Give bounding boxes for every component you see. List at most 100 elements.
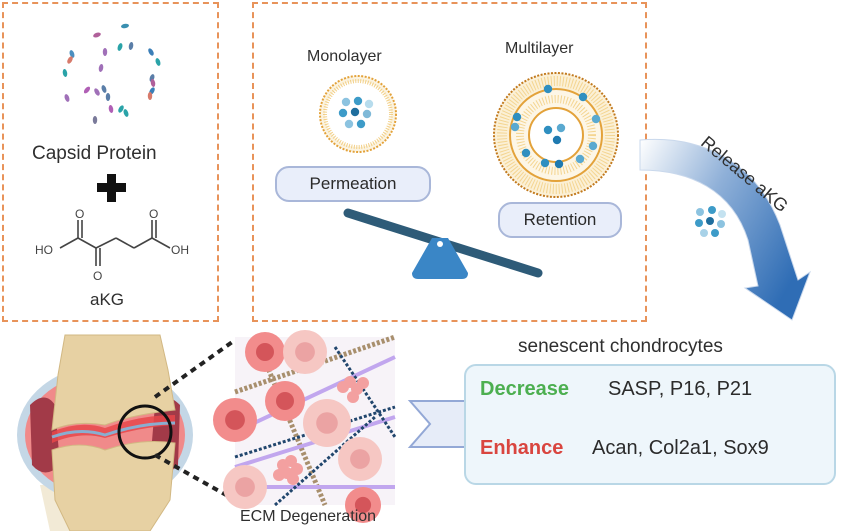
molecule-dot xyxy=(552,135,562,145)
decrease-label: Decrease xyxy=(480,378,569,400)
enhance-label: Enhance xyxy=(480,437,564,459)
fulcrum-icon xyxy=(412,238,468,279)
molecule-dot xyxy=(700,229,708,237)
cell-nucleus xyxy=(316,412,338,434)
akg-oh: OH xyxy=(171,243,189,257)
permeation-pill: Permeation xyxy=(275,166,431,202)
capsid-subunit xyxy=(148,48,154,56)
proteoglycan-chain xyxy=(234,405,396,459)
result-box xyxy=(464,364,836,485)
senescent-chondrocytes-title: senescent chondrocytes xyxy=(518,336,723,357)
akg-ho: HO xyxy=(35,243,53,257)
molecule-dot xyxy=(364,99,374,109)
capsid-subunit xyxy=(92,116,98,124)
molecule-dot xyxy=(344,119,354,129)
monolayer-label: Monolayer xyxy=(307,48,382,65)
molecule-dot xyxy=(588,141,598,151)
molecule-dot xyxy=(510,122,520,132)
zoom-circle xyxy=(117,404,173,460)
molecule-dot xyxy=(556,123,566,133)
capsid-subunit xyxy=(123,109,129,117)
capsid-subunit xyxy=(108,105,114,113)
collagen-fiber xyxy=(234,334,396,395)
molecule-dot xyxy=(695,219,703,227)
cell-nucleus xyxy=(295,342,315,362)
molecule-dot xyxy=(706,217,714,225)
plus-icon xyxy=(97,174,126,202)
molecule-dot xyxy=(578,92,588,102)
ecm-degeneration-image xyxy=(213,330,397,523)
molecule-dot xyxy=(543,125,553,135)
molecule-dot xyxy=(512,112,522,122)
molecule-dot xyxy=(575,154,585,164)
cell-nucleus xyxy=(350,449,370,469)
capsid-subunit xyxy=(94,88,100,96)
seesaw-icon xyxy=(343,208,543,279)
akg-label: aKG xyxy=(90,290,125,309)
molecule-dot xyxy=(591,114,601,124)
molecule-dot xyxy=(356,119,366,129)
monolayer-vesicle-icon xyxy=(319,75,397,153)
capsid-subunit xyxy=(83,86,91,94)
capsid-subunit xyxy=(64,94,70,102)
akg-molecules-icon xyxy=(695,206,726,237)
cell-nucleus xyxy=(276,392,294,410)
molecule-dot xyxy=(350,107,360,117)
capsid-subunit xyxy=(150,79,156,87)
molecule-dot xyxy=(362,109,372,119)
capsid-subunit xyxy=(155,58,161,66)
enhance-targets: Acan, Col2a1, Sox9 xyxy=(592,437,769,459)
capsid-subunit xyxy=(102,48,108,56)
apoptotic-body xyxy=(337,381,349,393)
release-arrow-icon xyxy=(639,138,812,321)
molecule-dot xyxy=(540,158,550,168)
capsid-subunit xyxy=(118,105,124,113)
apoptotic-body xyxy=(291,463,303,475)
capsid-subunit xyxy=(101,85,107,93)
multilayer-vesicle-icon xyxy=(493,72,619,198)
apoptotic-body xyxy=(287,473,299,485)
capsid-subunit xyxy=(121,23,129,29)
capsid-subunit xyxy=(105,93,111,101)
ecm-degeneration-label: ECM Degeneration xyxy=(240,508,377,525)
molecule-dot xyxy=(341,97,351,107)
akg-o-bottom: O xyxy=(93,269,102,283)
capsid-subunit xyxy=(98,64,104,72)
decrease-targets: SASP, P16, P21 xyxy=(608,378,753,400)
knee-joint-icon xyxy=(17,334,193,531)
capsid-protein-icon xyxy=(62,23,161,124)
apoptotic-body xyxy=(273,469,285,481)
cell-nucleus xyxy=(225,410,245,430)
capsid-subunit xyxy=(67,56,73,64)
proteoglycan-chain xyxy=(333,346,397,438)
akg-o-top-right: O xyxy=(149,207,158,221)
zoom-lines xyxy=(153,338,237,502)
capsid-subunit xyxy=(62,69,68,77)
collagen-fiber xyxy=(234,355,396,434)
capsid-subunit xyxy=(147,92,153,100)
capsid-protein-label: Capsid Protein xyxy=(32,143,157,164)
molecule-dot xyxy=(718,210,726,218)
capsid-subunit xyxy=(128,42,134,50)
capsid-subunit xyxy=(93,32,101,38)
molecule-dot xyxy=(708,206,716,214)
cell-nucleus xyxy=(256,343,274,361)
molecule-dot xyxy=(543,84,553,94)
retention-pill: Retention xyxy=(498,202,622,238)
capsid-subunit xyxy=(69,50,75,58)
molecule-dot xyxy=(353,96,363,106)
proteoglycan-chain xyxy=(274,415,376,507)
multilayer-label: Multilayer xyxy=(505,40,574,57)
apoptotic-body xyxy=(357,377,369,389)
apoptotic-body xyxy=(347,391,359,403)
molecule-dot xyxy=(554,159,564,169)
akg-structure-icon: O O O HO OH xyxy=(35,207,189,283)
molecule-dot xyxy=(711,229,719,237)
akg-o-top-left: O xyxy=(75,207,84,221)
molecule-dot xyxy=(717,220,725,228)
capsid-subunit xyxy=(117,43,123,51)
molecule-dot xyxy=(338,108,348,118)
molecule-dot xyxy=(696,208,704,216)
cell-nucleus xyxy=(354,496,372,514)
molecule-dot xyxy=(521,148,531,158)
